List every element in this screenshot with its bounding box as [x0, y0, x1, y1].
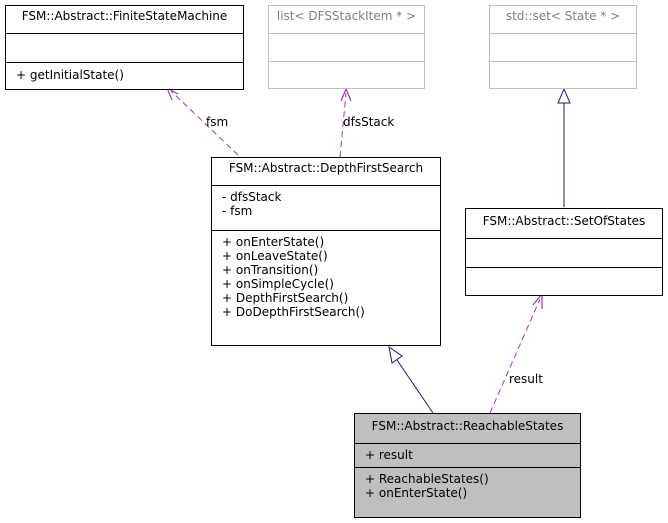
operation-reachable-states: + ReachableStates() — [365, 472, 489, 486]
fsm-usage-edge — [170, 90, 239, 156]
class-std-set-state[interactable]: std::set< State * > — [489, 5, 637, 89]
operations-section — [269, 61, 424, 88]
attributes-section — [269, 33, 424, 61]
fsm-edge-label: fsm — [206, 115, 228, 129]
attributes-section — [490, 33, 636, 61]
dfsstack-usage-edge — [339, 92, 347, 158]
result-usage-edge — [489, 298, 541, 414]
class-reachable-states[interactable]: FSM::Abstract::ReachableStates + result … — [354, 413, 581, 518]
operation-depth-first-search: + DepthFirstSearch() — [222, 291, 349, 305]
attributes-section: - dfsStack - fsm — [212, 185, 440, 230]
result-usage-arrowhead — [532, 292, 543, 309]
operation-on-leave-state: + onLeaveState() — [222, 249, 328, 263]
operations-section: + ReachableStates() + onEnterState() — [355, 467, 580, 502]
class-name: FSM::Abstract::FiniteStateMachine — [21, 9, 228, 23]
class-set-of-states[interactable]: FSM::Abstract::SetOfStates — [465, 208, 663, 296]
attributes-section — [466, 238, 662, 267]
attributes-section — [6, 33, 243, 62]
operation-on-enter-state: + onEnterState() — [222, 235, 325, 249]
class-name: FSM::Abstract::ReachableStates — [371, 419, 564, 433]
class-name: list< DFSStackItem * > — [276, 9, 417, 23]
operation-on-transition: + onTransition() — [222, 263, 319, 277]
operations-section — [490, 61, 636, 88]
operation-on-simple-cycle: + onSimpleCycle() — [222, 277, 334, 291]
class-list-dfs-stack-item[interactable]: list< DFSStackItem * > — [268, 5, 425, 89]
class-finite-state-machine[interactable]: FSM::Abstract::FiniteStateMachine + getI… — [5, 5, 244, 90]
class-name: FSM::Abstract::DepthFirstSearch — [228, 161, 424, 175]
operation-do-depth-first-search: + DoDepthFirstSearch() — [222, 305, 365, 319]
dfs-inheritance-edge — [396, 359, 434, 414]
operations-section — [466, 267, 662, 295]
operation-get-initial-state: + getInitialState() — [16, 68, 124, 82]
operations-section: + onEnterState() + onLeaveState() + onTr… — [212, 230, 440, 321]
attribute-dfs-stack: - dfsStack — [222, 190, 282, 204]
class-depth-first-search[interactable]: FSM::Abstract::DepthFirstSearch - dfsSta… — [211, 157, 441, 346]
dfsstack-usage-arrowhead — [340, 87, 352, 102]
dfs-inheritance-arrowhead — [388, 345, 403, 364]
class-name: FSM::Abstract::SetOfStates — [482, 214, 646, 228]
attribute-result: + result — [365, 448, 413, 462]
result-edge-label: result — [509, 372, 543, 386]
attributes-section: + result — [355, 443, 580, 467]
operation-on-enter-state: + onEnterState() — [365, 486, 468, 500]
attribute-fsm: - fsm — [222, 204, 253, 218]
dfsstack-edge-label: dfsStack — [343, 115, 394, 129]
set-inheritance-arrowhead — [557, 87, 571, 104]
operations-section: + getInitialState() — [6, 62, 243, 84]
class-name: std::set< State * > — [505, 9, 621, 23]
